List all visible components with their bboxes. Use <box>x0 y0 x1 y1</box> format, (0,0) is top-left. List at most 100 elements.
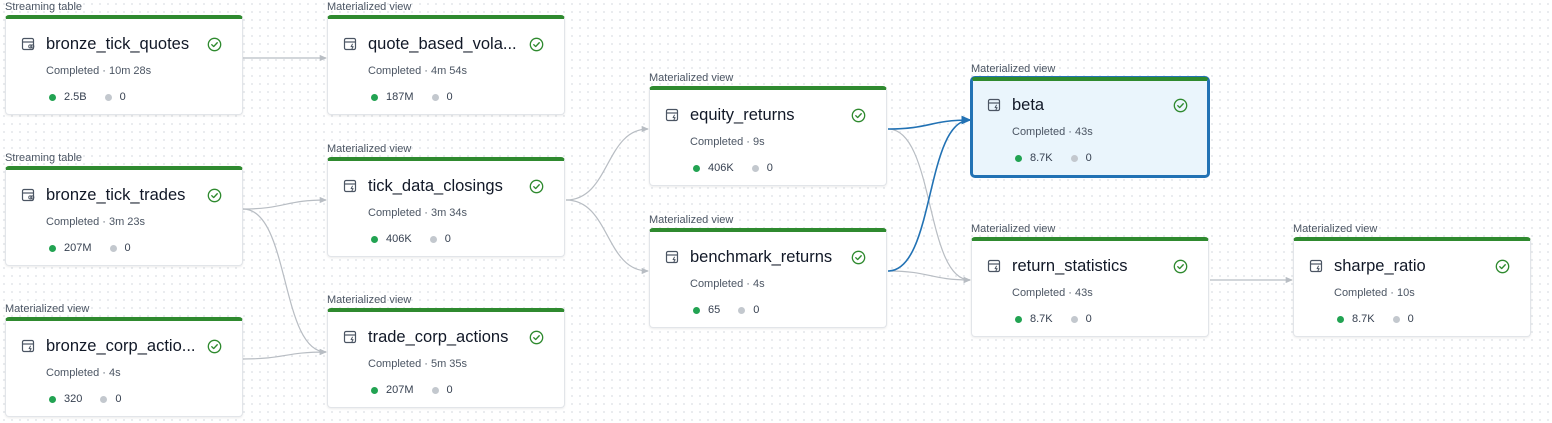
rows-written-value: 8.7K <box>1030 152 1053 164</box>
node-status: Completed · 9s <box>690 136 765 148</box>
node-title: tick_data_closings <box>368 177 503 195</box>
node-status: Completed · 4m 54s <box>368 65 468 77</box>
check-circle-icon <box>851 250 866 265</box>
check-circle-icon <box>1173 98 1188 113</box>
rows-dropped-value: 0 <box>753 304 760 316</box>
check-circle-icon <box>851 108 866 123</box>
node-title: sharpe_ratio <box>1334 257 1426 275</box>
rows-dropped-dot <box>100 395 108 403</box>
edge-bronze-tick-trades-to-trade-corp-actions <box>242 208 327 356</box>
node-type-label: Streaming table <box>5 152 83 164</box>
node-status: Completed · 4s <box>46 367 121 379</box>
node-metrics: 207M 0 <box>371 383 453 397</box>
rows-written-value: 8.7K <box>1352 313 1375 325</box>
rows-written-dot <box>49 93 56 101</box>
check-circle-icon <box>529 179 544 194</box>
node-metrics: 8.7K 0 <box>1337 312 1414 326</box>
materialized-view-icon <box>343 37 357 51</box>
rows-written-value: 207M <box>386 384 414 396</box>
check-circle-icon <box>207 188 222 203</box>
rows-written-dot <box>371 235 378 243</box>
node-status: Completed · 10s <box>1334 287 1415 299</box>
rows-written-value: 406K <box>386 233 412 245</box>
node-status: Completed · 5m 35s <box>368 358 468 370</box>
node-type-label: Streaming table <box>5 1 83 13</box>
node-type-label: Materialized view <box>327 143 412 155</box>
rows-written-value: 320 <box>64 393 83 405</box>
rows-dropped-dot <box>1392 315 1400 323</box>
node-type-label: Materialized view <box>649 72 734 84</box>
rows-written-value: 406K <box>708 162 734 174</box>
materialized-view-icon <box>343 179 357 193</box>
node-title: bronze_tick_trades <box>46 186 186 204</box>
rows-dropped-dot <box>104 93 112 101</box>
materialized-view-icon <box>665 250 679 264</box>
node-metrics: 406K 0 <box>693 161 773 175</box>
rows-dropped-dot <box>429 235 437 243</box>
edge-equity-returns-to-beta <box>887 115 972 130</box>
node-type-label: Materialized view <box>327 294 412 306</box>
edge-equity-returns-to-return-statistics <box>887 128 971 284</box>
rows-written-dot <box>371 386 378 394</box>
node-status: Completed · 3m 23s <box>46 216 146 228</box>
materialized-view-icon <box>665 108 679 122</box>
rows-dropped-value: 0 <box>119 91 126 103</box>
materialized-view-icon <box>21 339 35 353</box>
rows-written-dot <box>1015 154 1022 162</box>
node-type-label: Materialized view <box>971 63 1056 75</box>
node-metrics: 406K 0 <box>371 232 451 246</box>
node-title: benchmark_returns <box>690 248 833 266</box>
check-circle-icon <box>207 37 222 52</box>
node-type-label: Materialized view <box>1293 223 1378 235</box>
rows-dropped-dot <box>751 164 759 172</box>
rows-dropped-value: 0 <box>444 233 451 245</box>
node-type-label: Materialized view <box>971 223 1056 235</box>
rows-dropped-value: 0 <box>446 384 453 396</box>
rows-written-value: 8.7K <box>1030 313 1053 325</box>
node-title: bronze_tick_quotes <box>46 35 190 53</box>
node-status: Completed · 4s <box>690 278 765 290</box>
edge-tick-data-closings-to-benchmark-returns <box>565 199 649 275</box>
materialized-view-icon <box>987 259 1001 273</box>
rows-dropped-value: 0 <box>1407 313 1414 325</box>
node-title: beta <box>1012 96 1045 114</box>
check-circle-icon <box>529 37 544 52</box>
check-circle-icon <box>1173 259 1188 274</box>
rows-written-dot <box>49 244 56 252</box>
node-status: Completed · 43s <box>1012 287 1093 299</box>
node-type-label: Materialized view <box>649 214 734 226</box>
streaming-table-icon <box>21 188 35 202</box>
rows-dropped-value: 0 <box>115 393 122 405</box>
node-status: Completed · 43s <box>1012 126 1093 138</box>
rows-dropped-value: 0 <box>124 242 131 254</box>
node-title: trade_corp_actions <box>368 328 509 346</box>
rows-dropped-value: 0 <box>766 162 773 174</box>
check-circle-icon <box>529 330 544 345</box>
